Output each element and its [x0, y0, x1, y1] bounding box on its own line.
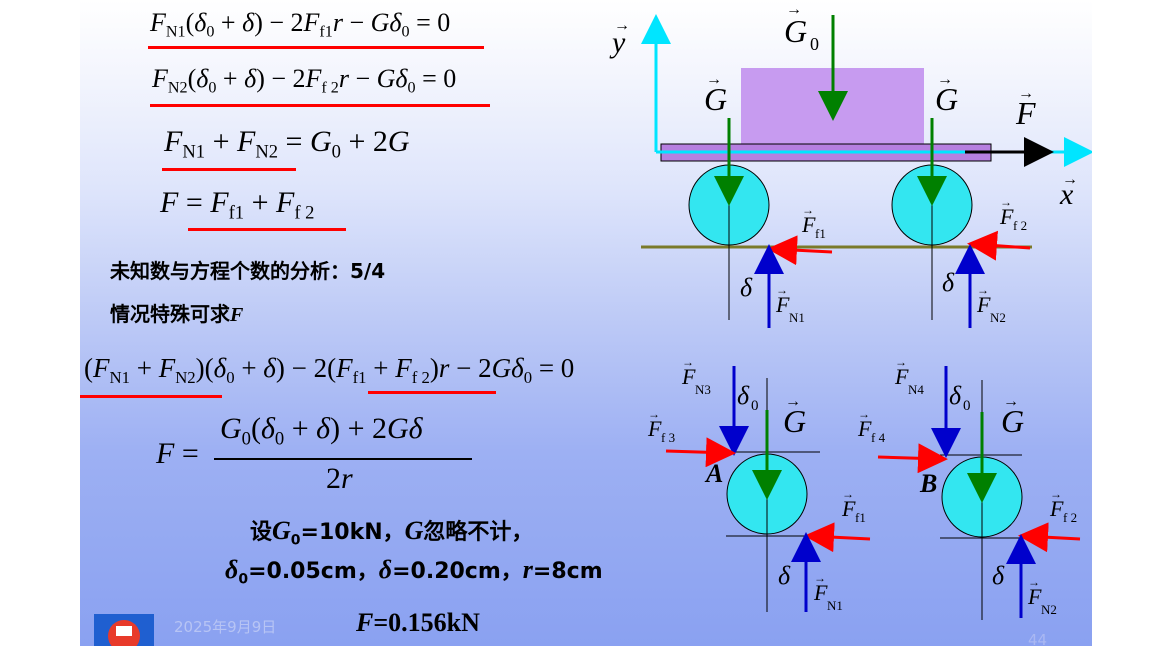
combined-equation: (FN1 + FN2)(δ0 + δ) − 2(Ff1 + Ff 2)r − 2…: [84, 353, 575, 387]
svg-text:f 3: f 3: [661, 430, 675, 445]
label-G0: G: [784, 13, 807, 49]
svg-text:N2: N2: [990, 310, 1006, 325]
label-x: x: [1059, 178, 1074, 211]
svg-text:→: →: [776, 283, 788, 297]
wheel-B: [941, 456, 1023, 538]
Ff1-arrow: [767, 235, 833, 266]
svg-text:→: →: [1062, 171, 1078, 188]
equation-1-underline: [148, 46, 484, 49]
label-Ff3: F: [647, 416, 662, 441]
load-block: [741, 68, 924, 146]
wheel-A: [726, 453, 808, 535]
solution-lhs: F =: [156, 437, 199, 470]
svg-text:f1: f1: [815, 226, 826, 241]
label-G-left: G: [704, 81, 727, 117]
svg-text:→: →: [786, 1, 802, 18]
Ff1-A-arrow: [804, 522, 871, 553]
svg-text:f1: f1: [855, 510, 866, 525]
svg-text:→: →: [1000, 195, 1012, 209]
svg-text:f 4: f 4: [871, 430, 886, 445]
label-FN2: F: [976, 292, 991, 317]
combined-underline-1: [80, 395, 222, 398]
label-G-B: G: [1001, 403, 1024, 439]
svg-text:→: →: [895, 355, 907, 369]
svg-text:→: →: [706, 71, 722, 88]
label-delta-1: δ: [740, 273, 753, 302]
label-FN2-B: F: [1027, 584, 1042, 609]
analysis-text: 未知数与方程个数的分析：5/4: [110, 259, 386, 283]
footer-date: 2025年9月9日: [174, 618, 277, 636]
label-Ff1: F: [801, 212, 816, 237]
svg-text:f 2: f 2: [1063, 510, 1077, 525]
label-Ff4: F: [857, 416, 872, 441]
solution-denominator: 2r: [326, 462, 353, 495]
label-G-A: G: [783, 403, 806, 439]
svg-text:N2: N2: [1041, 602, 1057, 617]
label-Ff1-A: F: [841, 496, 856, 521]
label-Ff2-B: F: [1049, 496, 1064, 521]
wheel-right: [891, 164, 973, 246]
equation-3: FN1 + FN2 = G0 + 2G: [164, 125, 410, 163]
fraction-bar: [214, 458, 472, 460]
label-FN1-A: F: [813, 580, 828, 605]
given-line-1: 设G0=10kN，G忽略不计，: [250, 516, 534, 549]
label-delta0-B: δ: [949, 381, 962, 410]
solution-numerator: G0(δ0 + δ) + 2Gδ: [220, 412, 423, 450]
logo: [94, 614, 154, 646]
svg-text:→: →: [977, 283, 989, 297]
given-line-2: δ0=0.05cm，δ=0.20cm，r=8cm: [225, 555, 603, 588]
svg-text:→: →: [802, 203, 814, 217]
svg-text:→: →: [648, 407, 660, 421]
label-FN4: F: [894, 364, 909, 389]
Ff2-arrow: [967, 230, 1031, 261]
svg-text:0: 0: [751, 398, 759, 414]
label-G-right: G: [935, 81, 958, 117]
equation-2: FN2(δ0 + δ) − 2Ff 2r − Gδ0 = 0: [152, 64, 457, 97]
svg-text:0: 0: [810, 34, 819, 54]
label-FN1: F: [775, 292, 790, 317]
Ff2-B-arrow: [1018, 522, 1081, 553]
svg-text:f 2: f 2: [1013, 218, 1027, 233]
Ff3-arrow: [665, 437, 736, 468]
svg-text:→: →: [858, 407, 870, 421]
svg-text:→: →: [937, 71, 953, 88]
label-delta-2: δ: [942, 268, 955, 297]
svg-text:→: →: [785, 393, 801, 410]
equation-4-underline: [188, 228, 346, 231]
label-F: F: [1015, 95, 1036, 131]
svg-text:→: →: [842, 487, 854, 501]
svg-text:→: →: [1028, 575, 1040, 589]
label-Ff2: F: [999, 204, 1014, 229]
result: F=0.156kN: [356, 608, 480, 637]
label-delta-B: δ: [992, 561, 1005, 590]
svg-text:0: 0: [963, 398, 971, 414]
svg-text:N4: N4: [908, 382, 924, 397]
slide: FN1(δ0 + δ) − 2Ff1r − Gδ0 = 0 FN2(δ0 + δ…: [80, 0, 1092, 646]
label-delta0-A: δ: [737, 381, 750, 410]
special-case-text: 情况特殊可求F: [110, 302, 244, 326]
label-delta-A: δ: [778, 561, 791, 590]
svg-text:N1: N1: [827, 598, 843, 613]
svg-text:→: →: [1003, 393, 1019, 410]
svg-text:→: →: [1050, 487, 1062, 501]
svg-text:→: →: [682, 355, 694, 369]
label-FN3: F: [681, 364, 696, 389]
combined-underline-2: [368, 391, 496, 394]
label-B: B: [919, 469, 937, 498]
equation-3-underline: [162, 168, 296, 171]
label-A: A: [704, 459, 723, 488]
svg-text:N1: N1: [789, 310, 805, 325]
equation-1: FN1(δ0 + δ) − 2Ff1r − Gδ0 = 0: [150, 8, 451, 41]
equation-4: F = Ff1 + Ff 2: [160, 186, 315, 224]
page-number: 44: [1028, 631, 1048, 646]
svg-text:N3: N3: [695, 382, 711, 397]
label-y: y: [609, 26, 626, 59]
Ff4-arrow: [877, 443, 948, 474]
svg-text:→: →: [614, 17, 630, 34]
platform: [660, 143, 992, 162]
wheel-left: [688, 164, 770, 246]
svg-text:→: →: [1018, 85, 1034, 102]
equation-2-underline: [150, 104, 490, 107]
svg-text:→: →: [814, 571, 826, 585]
